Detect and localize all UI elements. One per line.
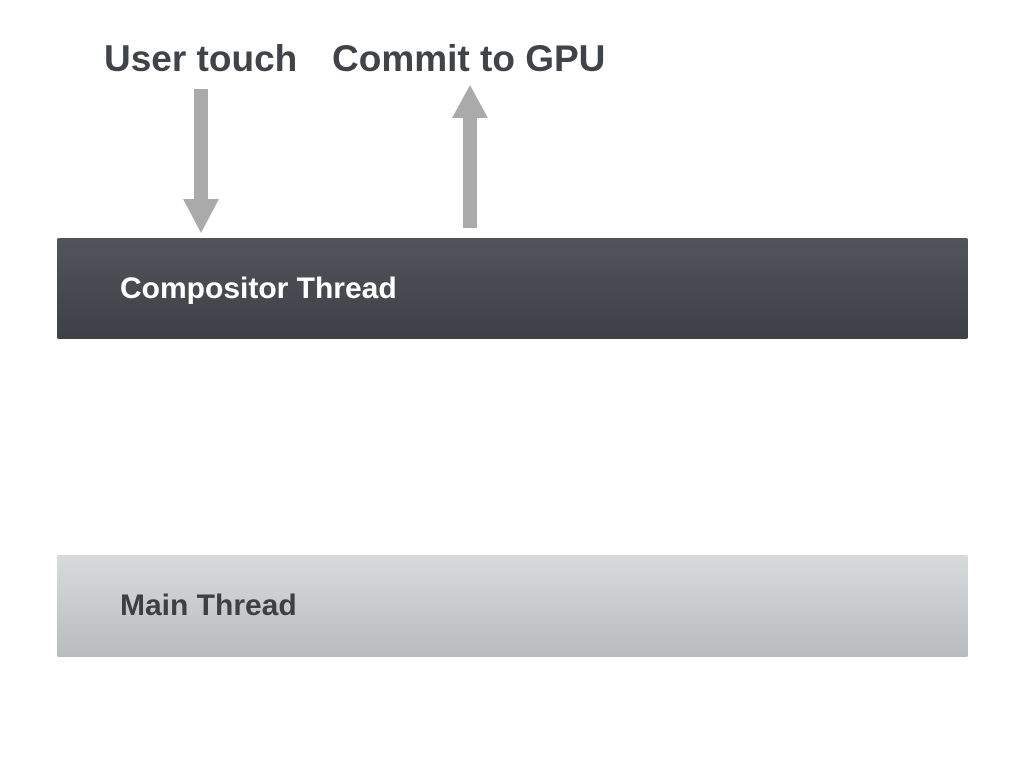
compositor-thread-label: Compositor Thread bbox=[120, 271, 397, 305]
main-thread-label: Main Thread bbox=[120, 589, 297, 622]
commit-to-gpu-label: Commit to GPU bbox=[332, 38, 606, 79]
main-thread-bar: Main Thread bbox=[57, 555, 968, 657]
down-arrow-icon bbox=[183, 89, 219, 233]
up-arrow-icon bbox=[452, 85, 488, 228]
user-touch-label: User touch bbox=[104, 38, 298, 79]
compositor-thread-bar: Compositor Thread bbox=[57, 238, 968, 339]
